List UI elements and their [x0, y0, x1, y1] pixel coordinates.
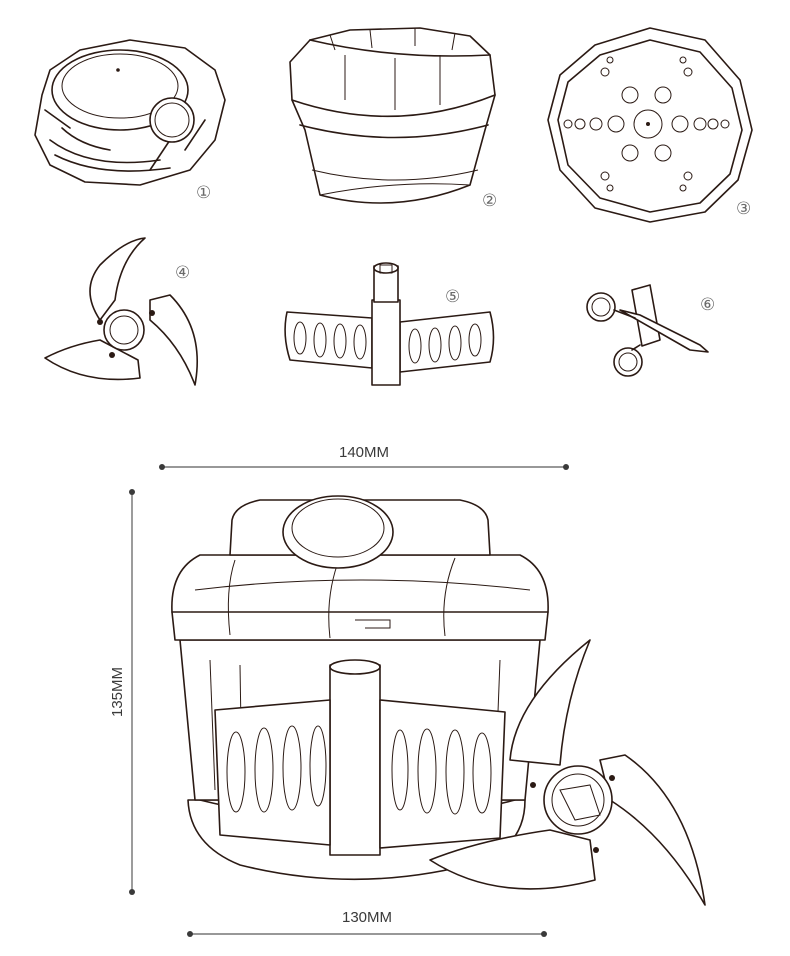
bottom-width-dimension: 130MM [187, 909, 547, 937]
height-label: 135MM [109, 667, 126, 717]
bottom-width-label: 130MM [342, 909, 392, 926]
anti-slip-base-icon [547, 27, 753, 223]
part-number-3: ③ [736, 199, 751, 219]
blade-icon [44, 237, 198, 386]
part-number-4: ④ [175, 263, 190, 283]
bowl-icon [289, 27, 496, 204]
top-width-dimension: 140MM [159, 444, 569, 470]
top-width-label: 140MM [339, 444, 389, 461]
assembled-chopper-icon [171, 495, 706, 906]
part-number-5: ⑤ [445, 287, 460, 307]
height-dimension: 135MM [109, 489, 135, 895]
mixing-paddle-icon [284, 262, 495, 386]
blade-removal-tool-icon [586, 284, 709, 377]
part-number-1: ① [196, 183, 211, 203]
lid-icon [34, 39, 226, 186]
part-number-2: ② [482, 191, 497, 211]
part-number-6: ⑥ [700, 295, 715, 315]
